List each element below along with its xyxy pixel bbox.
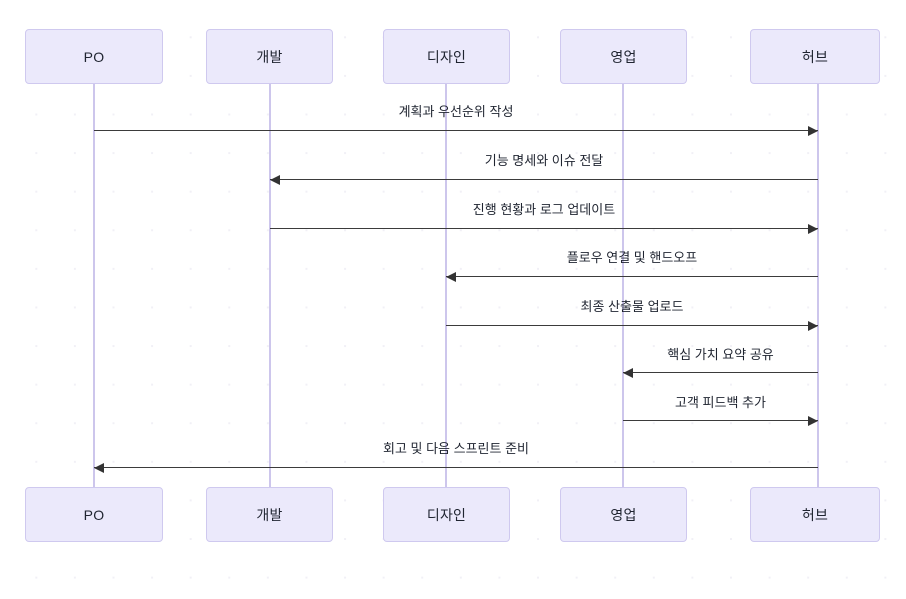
message-arrowhead-1 xyxy=(808,126,818,136)
participant-box-top-dev[interactable]: 개발 xyxy=(206,29,333,84)
lifeline-hub xyxy=(817,84,819,487)
message-arrowhead-8 xyxy=(94,463,104,473)
lifeline-dev xyxy=(269,84,271,487)
participant-label: 디자인 xyxy=(426,506,467,523)
message-label-5: 최종 산출물 업로드 xyxy=(580,299,684,314)
lifeline-po xyxy=(93,84,95,487)
participant-label: PO xyxy=(83,48,105,65)
lifeline-sales xyxy=(622,84,624,487)
message-label-1: 계획과 우선순위 작성 xyxy=(398,104,514,119)
participant-box-top-po[interactable]: PO xyxy=(25,29,163,84)
message-line-8 xyxy=(94,467,818,468)
message-label-8: 회고 및 다음 스프린트 준비 xyxy=(382,441,530,456)
message-label-7: 고객 피드백 추가 xyxy=(675,395,766,410)
lifeline-design xyxy=(445,84,447,487)
participant-box-bottom-po[interactable]: PO xyxy=(25,487,163,542)
message-arrowhead-5 xyxy=(808,321,818,331)
participant-label: 개발 xyxy=(256,48,283,65)
message-arrowhead-2 xyxy=(270,175,280,185)
participant-label: 허브 xyxy=(801,506,829,523)
message-line-6 xyxy=(623,372,818,373)
message-label-3: 진행 현황과 로그 업데이트 xyxy=(472,202,616,217)
participant-box-bottom-hub[interactable]: 허브 xyxy=(750,487,880,542)
message-line-7 xyxy=(623,420,818,421)
message-label-2: 기능 명세와 이슈 전달 xyxy=(484,153,604,168)
message-line-4 xyxy=(446,276,818,277)
participant-box-bottom-sales[interactable]: 영업 xyxy=(560,487,687,542)
participant-label: 개발 xyxy=(256,506,283,523)
message-line-2 xyxy=(270,179,818,180)
participant-box-top-hub[interactable]: 허브 xyxy=(750,29,880,84)
participant-label: PO xyxy=(83,506,105,523)
message-label-6: 핵심 가치 요약 공유 xyxy=(667,347,774,362)
message-arrowhead-6 xyxy=(623,368,633,378)
participant-label: 허브 xyxy=(801,48,829,65)
message-line-3 xyxy=(270,228,818,229)
participant-label: 디자인 xyxy=(426,48,467,65)
participant-label: 영업 xyxy=(610,506,637,523)
participant-box-top-design[interactable]: 디자인 xyxy=(383,29,510,84)
participant-label: 영업 xyxy=(610,48,637,65)
message-arrowhead-4 xyxy=(446,272,456,282)
participant-box-top-sales[interactable]: 영업 xyxy=(560,29,687,84)
message-line-5 xyxy=(446,325,818,326)
message-line-1 xyxy=(94,130,818,131)
participant-box-bottom-design[interactable]: 디자인 xyxy=(383,487,510,542)
message-arrowhead-7 xyxy=(808,416,818,426)
participant-box-bottom-dev[interactable]: 개발 xyxy=(206,487,333,542)
message-label-4: 플로우 연결 및 핸드오프 xyxy=(566,250,698,265)
message-arrowhead-3 xyxy=(808,224,818,234)
